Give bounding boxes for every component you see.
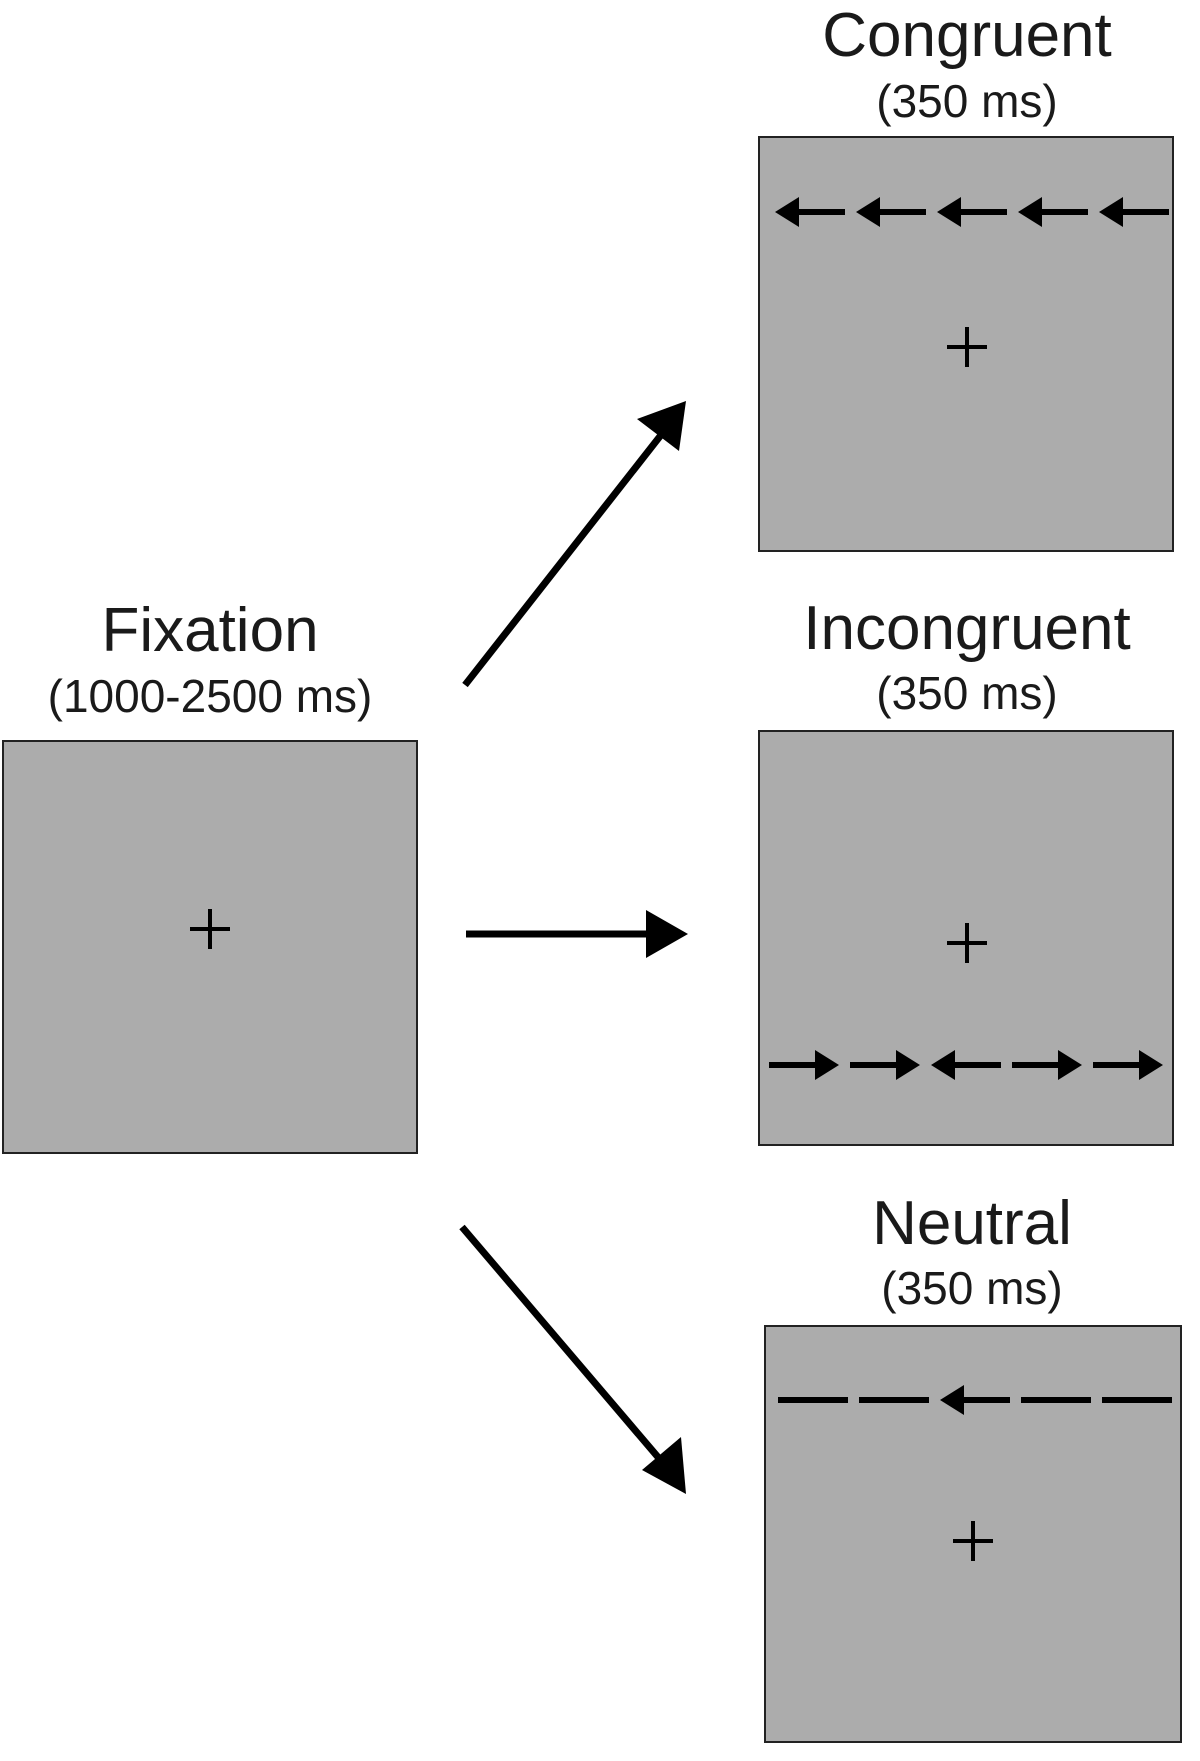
neutral-flanker-row xyxy=(778,1385,1172,1415)
arrow-to-neutral xyxy=(459,1224,686,1494)
neutral-title: Neutral xyxy=(872,1189,1072,1258)
incongruent-flanker-row xyxy=(769,1050,1163,1080)
right-arrow-icon xyxy=(1012,1050,1082,1080)
left-arrow-icon xyxy=(940,1385,1010,1415)
incongruent-title: Incongruent xyxy=(803,594,1131,663)
arrow-to-congruent xyxy=(462,401,686,688)
left-arrow-icon xyxy=(931,1050,1001,1080)
fixation-screen xyxy=(2,740,418,1154)
fixation-title: Fixation xyxy=(101,596,319,665)
congruent-flanker-row xyxy=(775,197,1169,227)
incongruent-fixation-cross xyxy=(947,923,987,963)
fixation-cross xyxy=(190,909,230,949)
fixation-duration: (1000-2500 ms) xyxy=(47,670,373,722)
left-arrow-icon xyxy=(856,197,926,227)
congruent-title: Congruent xyxy=(822,1,1112,70)
right-arrow-icon xyxy=(1093,1050,1163,1080)
arrow-to-incongruent xyxy=(466,910,688,958)
left-arrow-icon xyxy=(1018,197,1088,227)
congruent-fixation-cross xyxy=(947,327,987,367)
left-arrow-icon xyxy=(775,197,845,227)
left-arrow-icon xyxy=(937,197,1007,227)
neutral-duration: (350 ms) xyxy=(881,1262,1063,1314)
congruent-duration: (350 ms) xyxy=(876,75,1058,127)
incongruent-duration: (350 ms) xyxy=(876,667,1058,719)
right-arrow-icon xyxy=(769,1050,839,1080)
left-arrow-icon xyxy=(1099,197,1169,227)
neutral-fixation-cross xyxy=(953,1521,993,1561)
right-arrow-icon xyxy=(850,1050,920,1080)
